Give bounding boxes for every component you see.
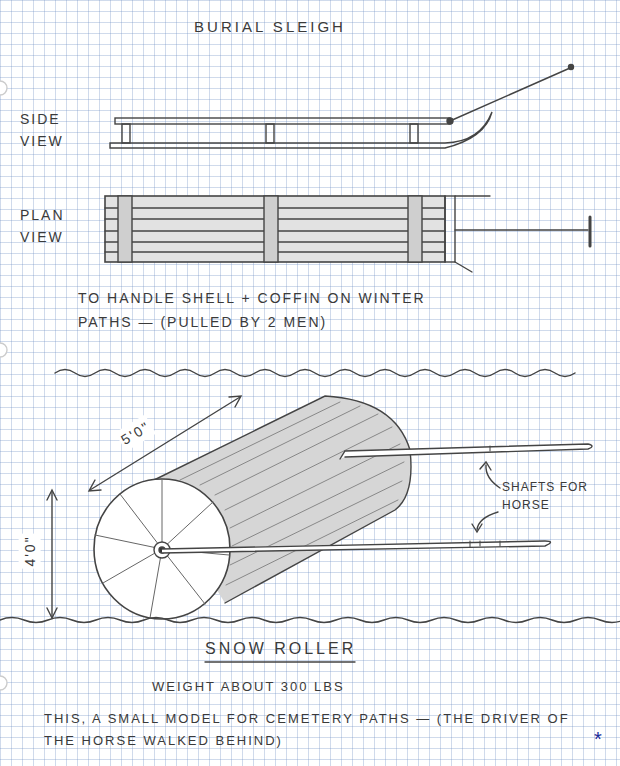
callout-label: SHAFTS FOR HORSE bbox=[502, 478, 597, 514]
view-label: SIDE VIEW bbox=[20, 108, 80, 152]
separator-wave bbox=[55, 370, 575, 377]
dimension-label: 4'0" bbox=[19, 533, 41, 568]
footnote-mark: * bbox=[594, 728, 604, 750]
note: TO HANDLE SHELL + COFFIN ON WINTER PATHS… bbox=[78, 286, 428, 334]
sleigh-plan-view bbox=[105, 196, 590, 272]
heading: SNOW ROLLER bbox=[205, 638, 356, 660]
note: THIS, A SMALL MODEL FOR CEMETERY PATHS —… bbox=[44, 708, 589, 752]
sleigh-side-view bbox=[110, 65, 574, 149]
title: BURIAL SLEIGH bbox=[170, 16, 370, 38]
dimension-label: 5'0" bbox=[115, 415, 157, 452]
view-label: PLAN VIEW bbox=[20, 204, 80, 248]
note: WEIGHT ABOUT 300 LBS bbox=[152, 676, 345, 698]
dimension-arrows bbox=[47, 396, 241, 618]
ground-line bbox=[0, 618, 620, 623]
heading-underline bbox=[205, 661, 355, 662]
